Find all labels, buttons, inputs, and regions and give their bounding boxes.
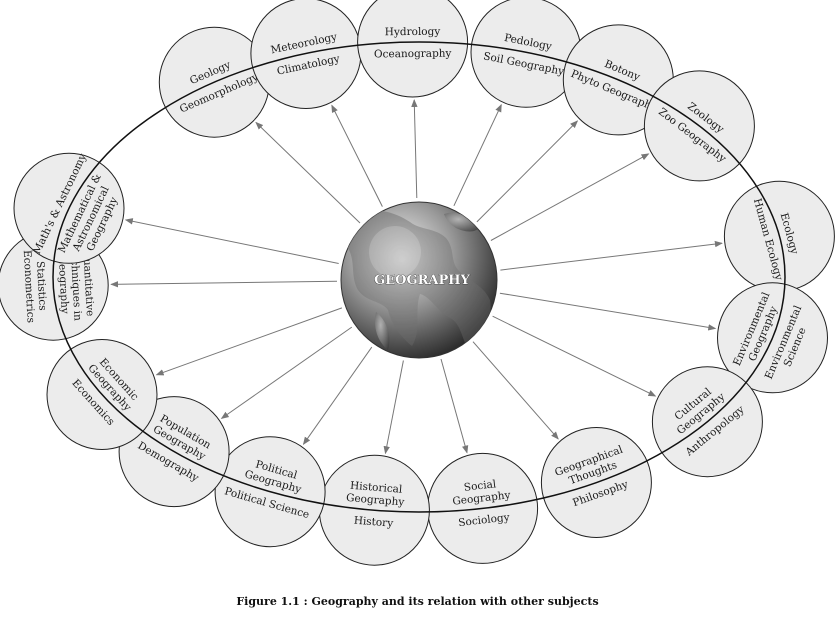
arrow-math-s-astronomy	[124, 218, 339, 264]
arrow-ecology	[500, 240, 723, 271]
arrow-demography	[220, 326, 353, 419]
arrow-hydrology	[411, 99, 418, 199]
subject-outer-sociology: Sociology	[458, 511, 511, 529]
subject-outer-history: History	[353, 515, 393, 530]
arrow-political-science	[302, 346, 373, 446]
arrow-statistics-econometrics	[110, 280, 338, 288]
arrow-zoology	[490, 153, 650, 241]
subject-inner-hydrology: Oceanography	[374, 48, 452, 61]
globe-icon	[340, 201, 498, 359]
arrow-economics	[155, 307, 343, 376]
arrow-meteorology	[331, 104, 383, 207]
arrow-philosophy	[472, 341, 559, 440]
relation-arrows	[110, 99, 723, 455]
subject-bubble-hydrology: Oceanography Hydrology	[357, 0, 469, 98]
arrow-geology	[255, 121, 361, 224]
subject-outer-statistics-econometrics: StatisticsEconometrics	[21, 249, 49, 323]
subject-inner-statistics-econometrics: QuantitativeTechniques inGeography	[55, 246, 96, 322]
subject-inner-history: HistoricalGeography	[346, 479, 406, 508]
arrow-botony	[476, 120, 579, 223]
orbit-ring	[52, 41, 786, 513]
arrow-pedology	[453, 103, 502, 207]
center-title: GEOGRAPHY	[374, 273, 470, 288]
subject-outer-hydrology: Hydrology	[385, 26, 441, 39]
arrow-sociology	[440, 358, 469, 454]
arrow-history	[383, 360, 404, 455]
figure-caption: Figure 1.1 : Geography and its relation …	[236, 595, 599, 608]
arrow-anthropology	[492, 315, 657, 397]
arrow-environmental-science	[499, 292, 717, 331]
